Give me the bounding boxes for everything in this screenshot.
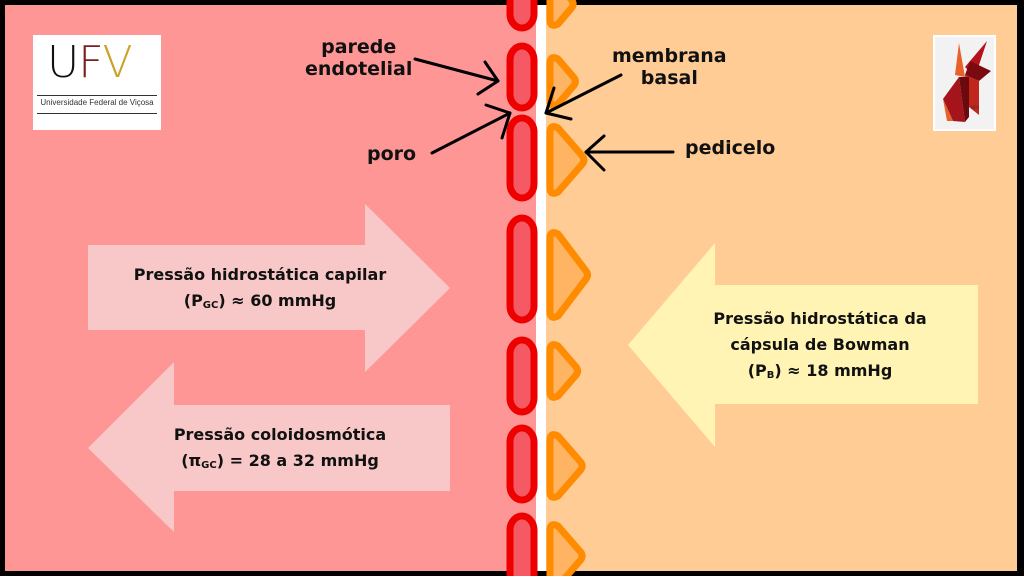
podocyte-foot-process [546,229,591,321]
basement-membrane-label: membrana basal [612,45,727,89]
origami-fox-icon: UFV [943,41,991,122]
endothelial-cell [506,42,538,112]
capillary-hydrostatic-text: Pressão hidrostática capilar (PGC) ≈ 60 … [133,265,387,311]
ufv-logo: UFV Universidade Federal de Viçosa [33,35,161,130]
podocyte-foot-process [546,431,586,501]
logo-divider [37,95,157,96]
ufv-logo-letters: UFV [47,37,133,88]
bowman-hydrostatic-text: Pressão hidrostática da cápsula de Bowma… [713,309,927,381]
endothelial-wall-label: parede endotelial [305,36,413,80]
pore-pointer-arrow [430,103,512,155]
podocyte-foot-processes [546,0,591,576]
podocyte-foot-process [546,54,579,109]
origami-fox-logo: UFV [933,35,996,131]
basement-membrane-pointer-arrow [544,73,623,121]
pore-label: poro [367,143,417,165]
endothelial-cell [506,512,538,576]
endothelial-cell [506,214,538,324]
endothelial-cell [506,114,538,202]
logo-divider [37,113,157,114]
endothelial-cell [506,0,538,32]
pedicel-pointer-arrow [584,134,675,172]
bowman-hydrostatic-arrow [628,243,978,447]
podocyte-foot-process [546,521,586,576]
podocyte-foot-process [546,0,577,29]
basement-membrane-strip [536,5,546,571]
colloid-osmotic-text: Pressão coloidosmótica (πGC) = 28 a 32 m… [173,425,387,471]
ufv-logo-subtitle: Universidade Federal de Viçosa [40,98,154,107]
colloid-osmotic-arrow [88,362,450,532]
endothelial-wall-pointer-arrow [413,57,500,96]
capillary-hydrostatic-arrow [88,204,450,372]
endothelial-cell [506,336,538,416]
podocyte-foot-process [546,123,588,197]
pedicel-label: pedicelo [685,137,776,159]
endothelial-cell [506,424,538,504]
podocyte-foot-process [546,341,582,401]
svg-text:UFV: UFV [971,105,979,110]
endothelial-cells [506,0,538,576]
